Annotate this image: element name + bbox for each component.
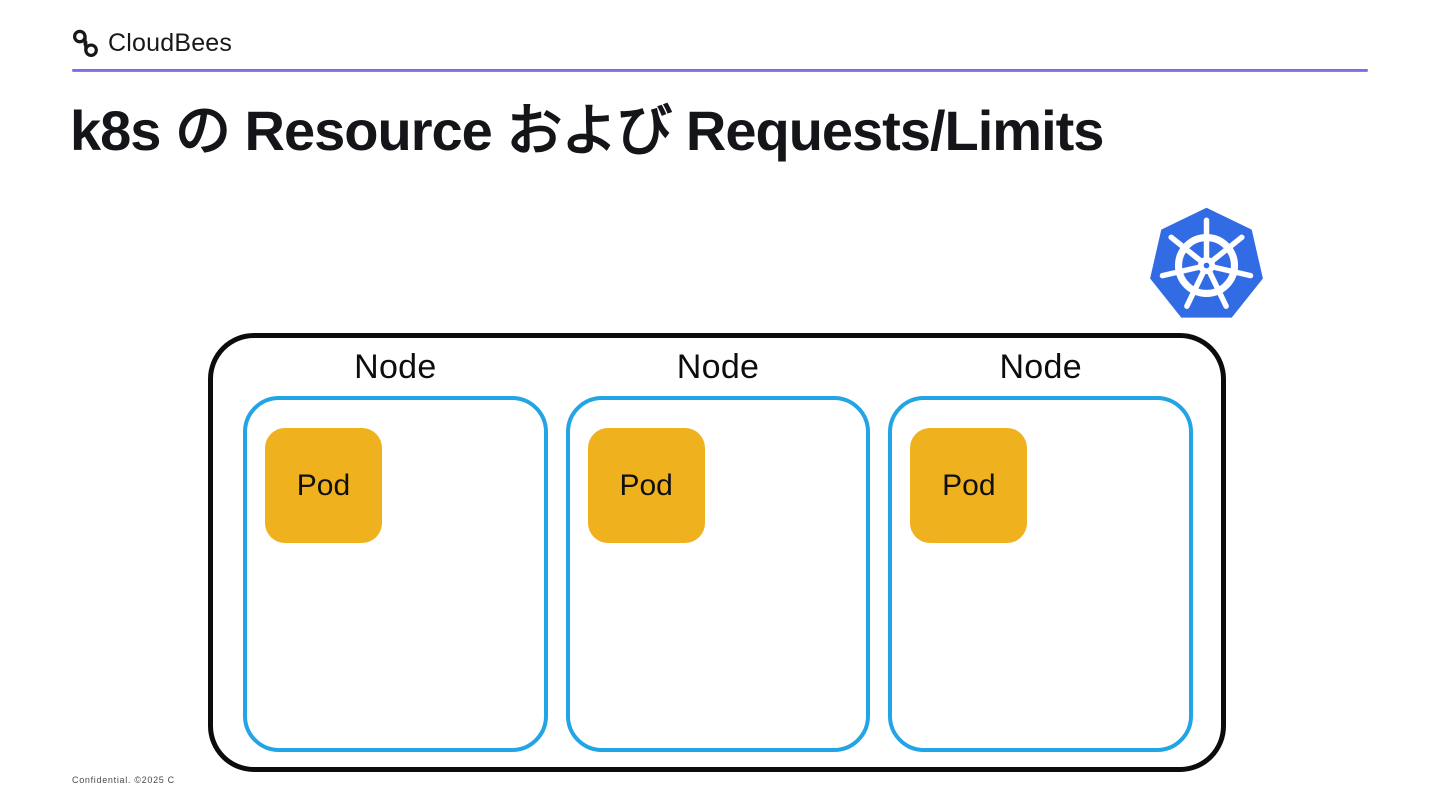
node-label: Node [676, 347, 760, 386]
node-column: Node Pod [888, 338, 1194, 752]
node-box: Pod [888, 396, 1194, 752]
brand-name: CloudBees [108, 29, 233, 57]
node-box: Pod [565, 396, 871, 752]
node-column: Node Pod [243, 338, 548, 752]
kubernetes-helm-icon [1150, 207, 1263, 318]
node-box: Pod [243, 396, 548, 752]
pod-label: Pod [619, 468, 673, 502]
header-divider-rule [72, 69, 1368, 72]
page-title: k8s の Resource および Requests/Limits [70, 99, 1104, 162]
cloudbees-logo: CloudBees [70, 27, 232, 60]
pod-label: Pod [296, 468, 351, 502]
node-column: Node Pod [565, 338, 871, 752]
pod-box: Pod [265, 428, 382, 543]
cluster-box: Node Pod Node Pod Node Pod [208, 333, 1226, 772]
pod-box: Pod [910, 428, 1028, 543]
pod-box: Pod [587, 428, 705, 543]
pod-label: Pod [942, 468, 996, 502]
node-label: Node [354, 347, 437, 386]
footer-confidential: Confidential. ©2025 C [72, 775, 175, 785]
cloudbees-mark-icon [73, 29, 98, 57]
node-label: Node [999, 347, 1082, 386]
